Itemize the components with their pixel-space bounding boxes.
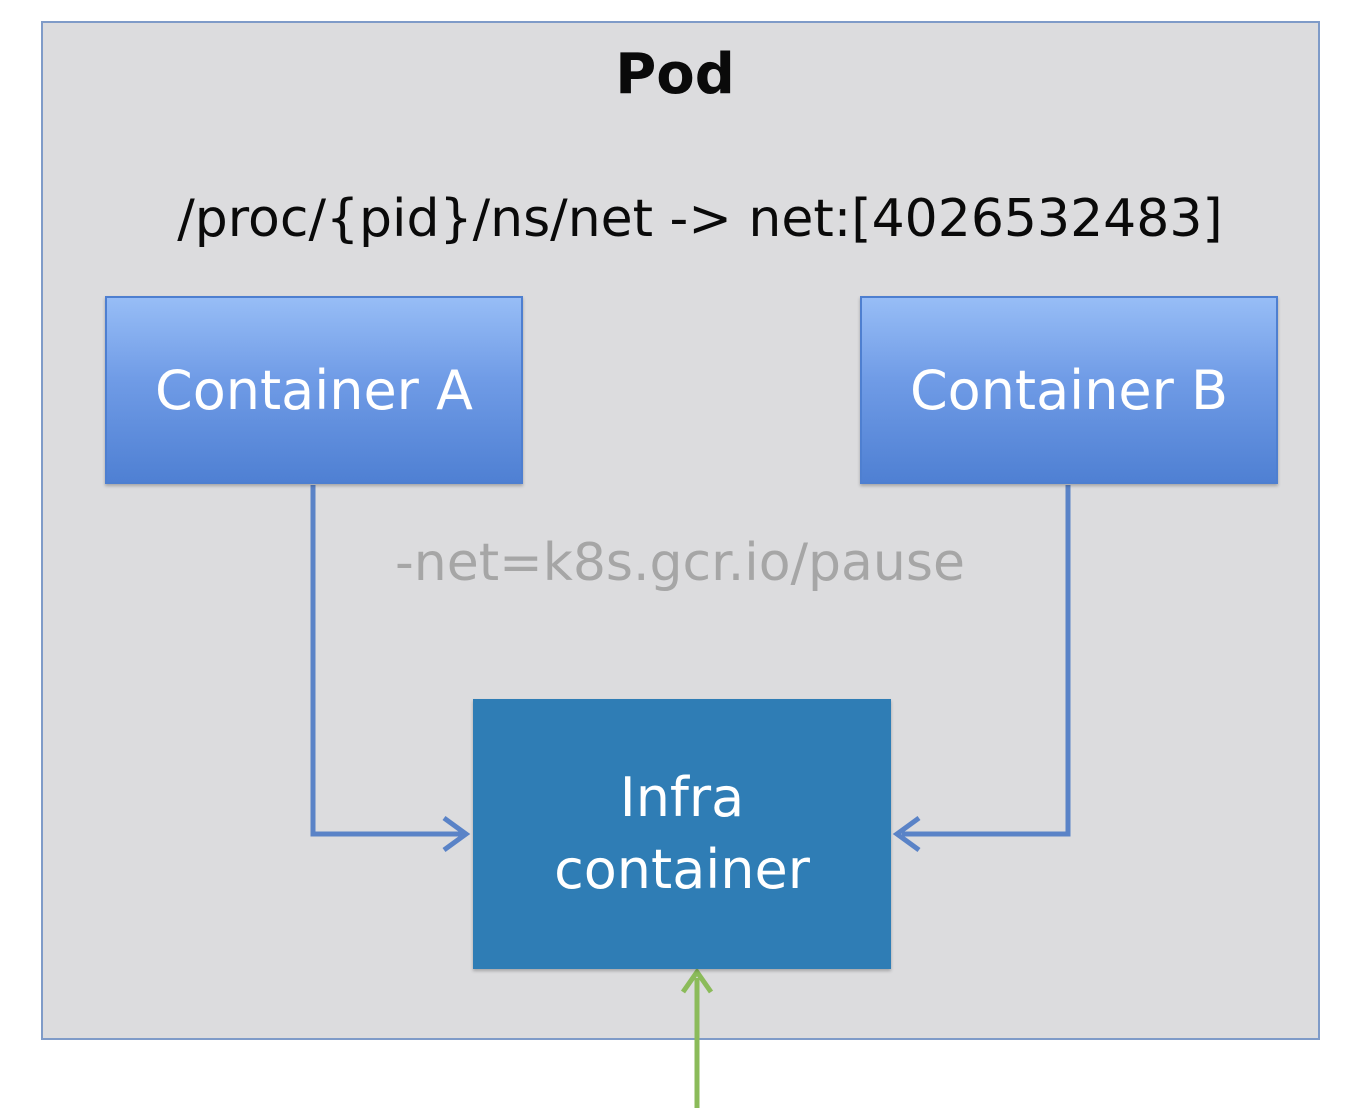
arrowhead-b-icon — [892, 815, 921, 853]
network-namespace-path: /proc/{pid}/ns/net -> net:[4026532483] — [177, 189, 1223, 249]
container-b-label: Container B — [909, 358, 1229, 422]
pod-title: Pod — [615, 42, 735, 107]
container-a-label: Container A — [155, 358, 473, 422]
infra-container-box: Infra container — [473, 699, 891, 969]
arrowhead-external-icon — [680, 967, 714, 994]
container-a-box: Container A — [105, 296, 523, 484]
net-flag-label: -net=k8s.gcr.io/pause — [395, 533, 965, 593]
connector-a-to-infra — [310, 485, 462, 837]
container-b-box: Container B — [860, 296, 1278, 484]
connector-b-to-infra — [902, 485, 1071, 837]
infra-container-label: Infra container — [554, 766, 810, 901]
arrowhead-a-icon — [442, 815, 471, 853]
